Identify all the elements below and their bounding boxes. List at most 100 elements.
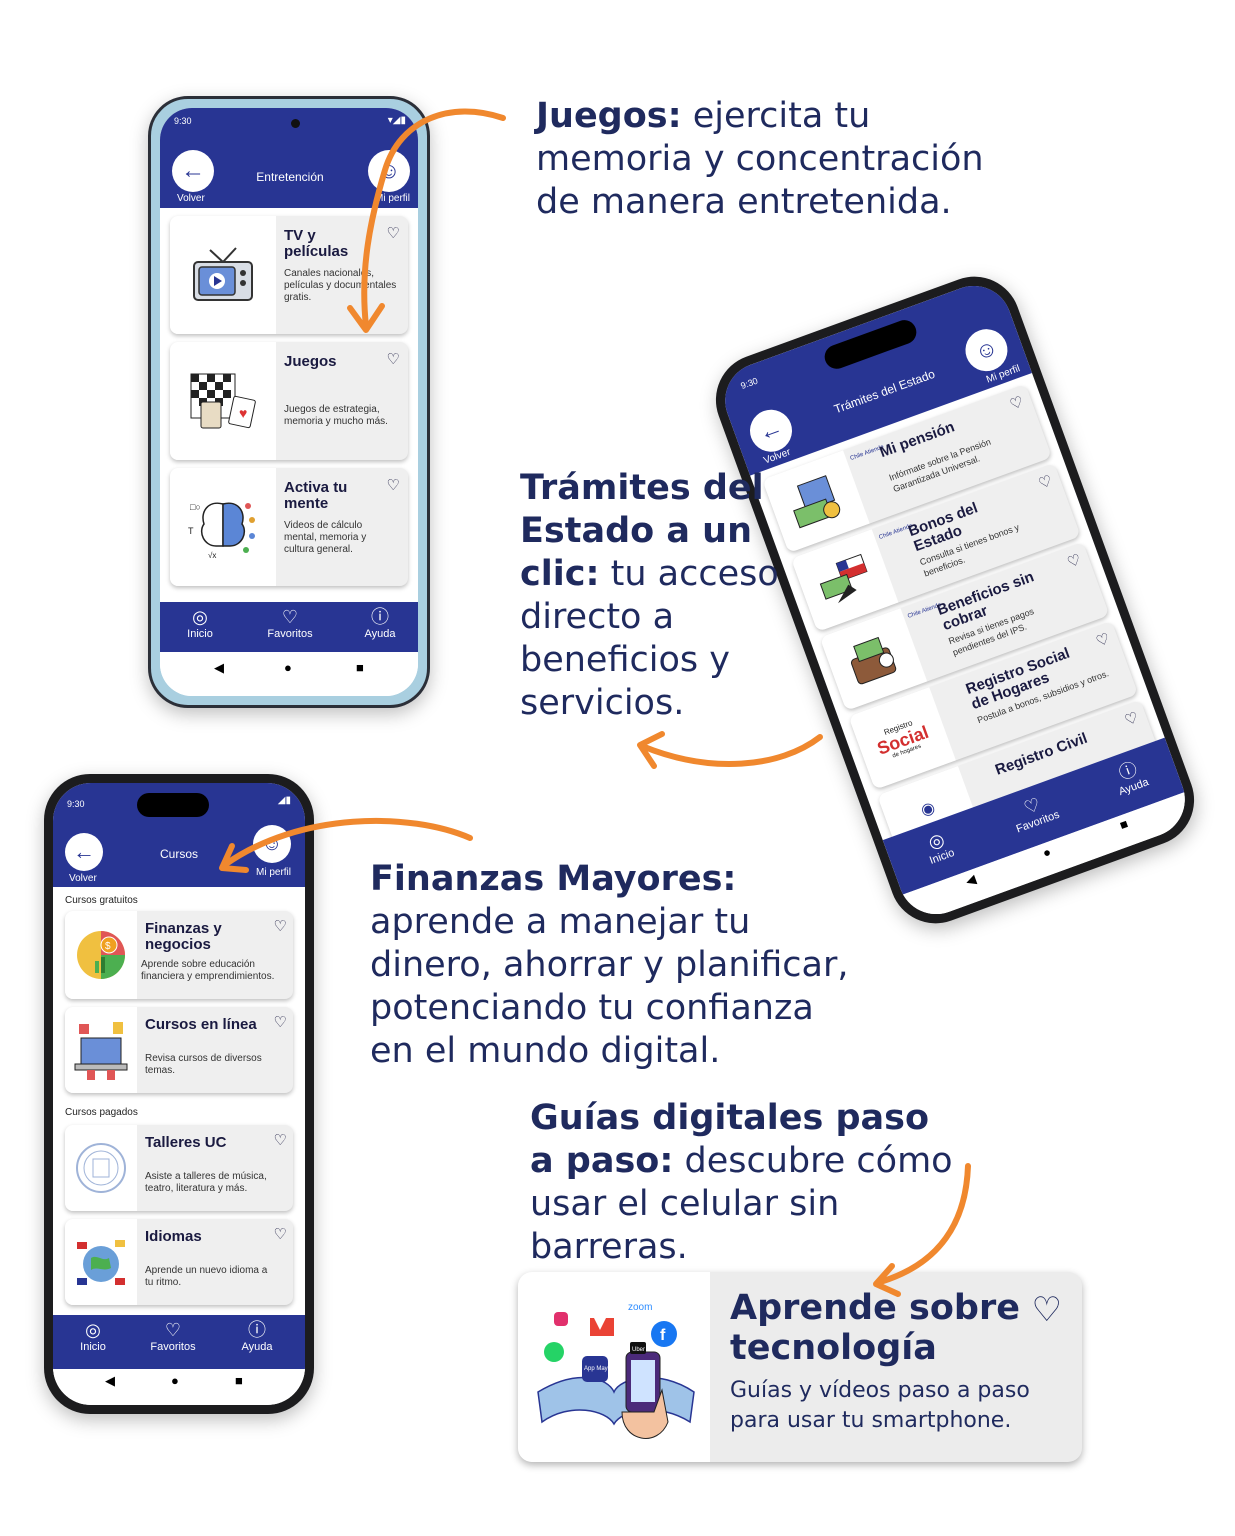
heart-icon[interactable]: ♡ bbox=[1007, 393, 1027, 414]
card-desc: Guías y vídeos paso a paso para usar tu … bbox=[730, 1378, 1030, 1433]
card-title: TV y películas bbox=[284, 227, 349, 260]
tv-icon bbox=[193, 247, 253, 301]
card-juegos[interactable]: ♥ Juegos Juegos de estrategia, memoria y… bbox=[170, 342, 408, 460]
heart-icon[interactable]: ♡ bbox=[1093, 630, 1113, 651]
card-aprende-tecnologia[interactable]: f zoom Uber App Mayor Aprende sobre tecn… bbox=[518, 1272, 1082, 1462]
system-nav-bar: ◀ ● ■ bbox=[160, 652, 418, 696]
heart-icon[interactable]: ♡ bbox=[1036, 472, 1055, 493]
tab-favoritos[interactable]: ♡Favoritos bbox=[133, 1319, 213, 1353]
nav-home-icon[interactable]: ● bbox=[1040, 843, 1054, 861]
uber-label: Uber bbox=[632, 1347, 645, 1353]
tab-label: Favoritos bbox=[150, 1341, 196, 1353]
caption-text: aprende a manejar tu dinero, ahorrar y p… bbox=[370, 902, 849, 1071]
bonos-illustration bbox=[790, 529, 899, 632]
card-desc: Asiste a talleres de música, teatro, lit… bbox=[145, 1171, 267, 1194]
card-beneficios[interactable]: Chile Atiende Beneficios sin cobrar Revi… bbox=[819, 541, 1110, 711]
heart-icon[interactable]: ♡ bbox=[1065, 551, 1084, 572]
caption-juegos: Juegos: ejercita tu memoria y concentrac… bbox=[536, 95, 1036, 224]
back-button[interactable]: ← bbox=[65, 833, 103, 871]
heart-icon[interactable]: ♡ bbox=[273, 1132, 287, 1149]
nav-home-icon[interactable]: ● bbox=[284, 660, 292, 675]
home-icon: ◎ bbox=[192, 607, 208, 627]
tv-illustration bbox=[170, 216, 276, 334]
card-talleres[interactable]: Talleres UC Asiste a talleres de música,… bbox=[65, 1125, 293, 1211]
page-title: Entretención bbox=[256, 170, 324, 184]
status-time: 9:30 bbox=[739, 375, 760, 392]
card-activa-mente[interactable]: □○T√x Activa tu mente Videos de cálculo … bbox=[170, 468, 408, 586]
dynamic-island bbox=[137, 793, 209, 817]
tab-label: Ayuda bbox=[364, 628, 396, 640]
heart-icon[interactable]: ♡ bbox=[386, 351, 400, 368]
profile-button[interactable]: ☺ bbox=[368, 150, 410, 192]
system-nav-bar: ◀ ● ■ bbox=[53, 1369, 305, 1405]
svg-text:√x: √x bbox=[208, 551, 216, 560]
tab-label: Inicio bbox=[187, 628, 213, 640]
card-title: Talleres UC bbox=[145, 1134, 227, 1151]
nav-back-icon[interactable]: ◀ bbox=[214, 660, 224, 675]
status-time: 9:30 bbox=[67, 799, 85, 809]
tab-inicio[interactable]: ◎Inicio bbox=[53, 1319, 133, 1353]
tab-label: Inicio bbox=[80, 1341, 106, 1353]
nav-back-icon[interactable]: ◀ bbox=[105, 1373, 115, 1388]
heart-icon[interactable]: ♡ bbox=[386, 477, 400, 494]
card-desc: Aprende sobre educación financiera y emp… bbox=[141, 959, 275, 982]
zoom-label: zoom bbox=[628, 1302, 652, 1313]
card-idiomas[interactable]: Idiomas Aprende un nuevo idioma a tu rit… bbox=[65, 1219, 293, 1305]
signal-icon: ▾◢▮ bbox=[387, 115, 406, 126]
heart-icon[interactable]: ♡ bbox=[1031, 1291, 1062, 1329]
user-icon: ☺ bbox=[261, 832, 283, 855]
arrow-left-icon: ← bbox=[754, 413, 787, 448]
section-title: Cursos gratuitos bbox=[65, 895, 138, 906]
app-header: 9:30 ◢▮ ← Volver Cursos ☺ Mi perfil bbox=[53, 783, 305, 887]
phone-cursos: 9:30 ◢▮ ← Volver Cursos ☺ Mi perfil Curs… bbox=[44, 774, 314, 1414]
arrow-left-icon: ← bbox=[181, 157, 205, 184]
back-button[interactable]: ← bbox=[172, 150, 214, 192]
nav-home-icon[interactable]: ● bbox=[171, 1373, 179, 1388]
nav-recent-icon[interactable]: ■ bbox=[356, 660, 364, 675]
card-cursos-linea[interactable]: Cursos en línea Revisa cursos de diverso… bbox=[65, 1007, 293, 1093]
languages-illustration bbox=[65, 1219, 137, 1305]
card-bonos[interactable]: Chile Atiende Bonos del Estado Consulta … bbox=[790, 462, 1081, 632]
tab-label: Ayuda bbox=[241, 1341, 273, 1353]
card-desc: Canales nacionales, películas y document… bbox=[284, 268, 397, 303]
wallet-icon bbox=[850, 636, 897, 685]
svg-text:f: f bbox=[660, 1327, 666, 1344]
seal-icon: ◉ bbox=[918, 798, 938, 820]
tech-illustration: f zoom Uber App Mayor bbox=[518, 1272, 710, 1462]
tab-favoritos[interactable]: ♡Favoritos bbox=[250, 606, 330, 640]
nav-recent-icon[interactable]: ■ bbox=[1117, 815, 1131, 833]
laptop-icon bbox=[74, 1022, 128, 1080]
caption-bold: Trámites del Estado a un clic: bbox=[520, 468, 764, 594]
user-icon: ☺ bbox=[377, 158, 401, 183]
pension-illustration bbox=[762, 450, 870, 553]
svg-text:$: $ bbox=[105, 941, 111, 952]
heart-icon[interactable]: ♡ bbox=[273, 1014, 287, 1031]
heart-icon[interactable]: ♡ bbox=[386, 225, 400, 242]
svg-text:□○: □○ bbox=[190, 502, 201, 512]
tab-inicio[interactable]: ◎Inicio bbox=[160, 606, 240, 640]
card-mi-pension[interactable]: Chile Atiende Mi pensión Infórmate sobre… bbox=[762, 383, 1053, 553]
camera-notch bbox=[291, 119, 300, 128]
user-icon: ☺ bbox=[971, 334, 1002, 366]
beneficios-illustration bbox=[819, 608, 928, 711]
signal-icon: ◢▮ bbox=[277, 795, 291, 806]
finance-chart-icon: $ bbox=[77, 931, 125, 979]
app-header: 9:30 ▾◢▮ ← Volver Entretención ☺ Mi perf… bbox=[160, 108, 418, 208]
card-finanzas[interactable]: $ Finanzas y negocios Aprende sobre educ… bbox=[65, 911, 293, 999]
nav-back-icon[interactable]: ◀ bbox=[963, 871, 978, 889]
heart-icon[interactable]: ♡ bbox=[1122, 708, 1141, 730]
card-title: Finanzas y negocios bbox=[145, 920, 222, 953]
heart-icon[interactable]: ♡ bbox=[273, 1226, 287, 1243]
card-tv[interactable]: TV y películas Canales nacionales, pelíc… bbox=[170, 216, 408, 334]
card-desc: Videos de cálculo mental, memoria y cult… bbox=[284, 520, 367, 555]
chile-flag-money-icon bbox=[819, 553, 868, 604]
phone-screen: 9:30 ← Volver Trámites del Estado ☺ Mi p… bbox=[714, 275, 1196, 925]
section-title: Cursos pagados bbox=[65, 1107, 138, 1118]
profile-button[interactable]: ☺ bbox=[253, 825, 291, 863]
nav-recent-icon[interactable]: ■ bbox=[235, 1373, 243, 1388]
heart-icon[interactable]: ♡ bbox=[273, 918, 287, 935]
